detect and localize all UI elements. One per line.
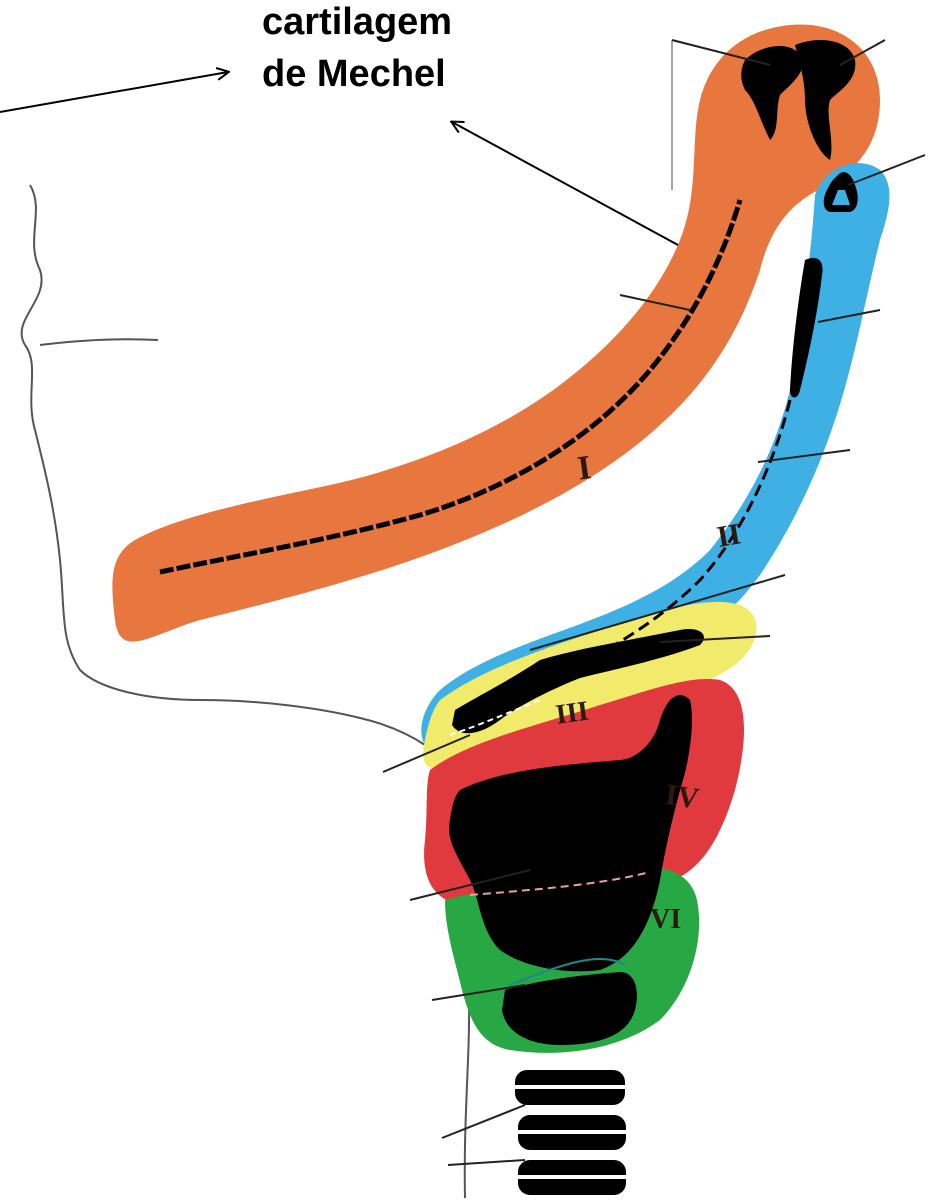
annotation-arrow-left — [0, 72, 228, 112]
face-profile-outline — [22, 185, 425, 745]
annotation-line-2: de Mechel — [262, 48, 522, 100]
pointer-line-ring1 — [442, 1105, 525, 1138]
cartilage-annotation-label: cartilagem de Mechel — [262, 0, 522, 100]
annotation-arrow-right — [452, 122, 678, 245]
pointer-line-ring2 — [448, 1160, 525, 1165]
arch-4-label: IV — [663, 778, 701, 815]
arch-6-label: VI — [650, 904, 681, 935]
arch-3-label: III — [554, 696, 591, 731]
face-inner-line — [40, 339, 158, 345]
annotation-line-1: cartilagem — [262, 0, 522, 48]
